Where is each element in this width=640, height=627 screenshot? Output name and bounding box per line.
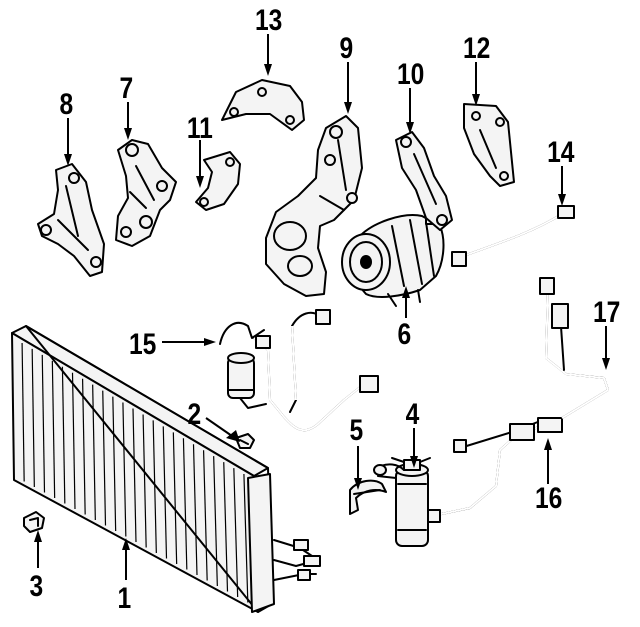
bracket-part-7 [115, 139, 177, 247]
condenser-fin [61, 366, 66, 504]
callout-13: 13 [255, 3, 282, 37]
callout-labels: 1 2 3 4 5 6 7 8 9 10 11 12 13 14 15 16 1… [30, 3, 621, 615]
callout-3: 3 [30, 569, 44, 603]
upper-line-part-17 [539, 277, 610, 419]
callout-1: 1 [118, 581, 132, 615]
plate-bracket-part-12 [463, 103, 515, 187]
callout-17: 17 [593, 295, 620, 329]
callout-14: 14 [547, 135, 575, 169]
bracket-part-8 [37, 163, 105, 277]
condenser-fin [21, 342, 25, 482]
condenser-fin [213, 456, 218, 587]
bracket-part-3 [23, 511, 45, 533]
bracket-part-10 [395, 131, 453, 231]
condenser-fin [223, 462, 229, 592]
bracket-part-11 [195, 151, 241, 211]
condenser-fin [132, 408, 137, 543]
condenser-fin [71, 372, 76, 510]
callout-8: 8 [60, 87, 74, 121]
bracket-part-13 [221, 79, 305, 131]
callout-16: 16 [535, 481, 562, 515]
callout-2: 2 [188, 397, 202, 431]
condenser-fin [233, 468, 239, 598]
condenser-fin [243, 474, 249, 603]
condenser-fin [31, 348, 35, 488]
callout-4: 4 [406, 397, 420, 431]
condenser-fin [51, 360, 56, 499]
leader-lines [34, 34, 610, 580]
clamp-part-5 [349, 479, 387, 515]
receiver-drier-part [373, 457, 441, 547]
condenser-fin [152, 420, 157, 554]
condenser-part [11, 325, 321, 613]
callout-5: 5 [350, 413, 364, 447]
condenser-fin [192, 444, 198, 576]
callout-11: 11 [187, 111, 213, 145]
condenser-fin [92, 384, 96, 521]
compressor-part [341, 213, 445, 307]
condenser-fin [112, 396, 117, 532]
condenser-fin [202, 450, 208, 581]
callout-7: 7 [120, 71, 134, 105]
condenser-fin [162, 426, 168, 559]
condenser-fin [182, 438, 188, 570]
callout-10: 10 [397, 57, 424, 91]
condenser-fin [122, 402, 127, 537]
hose-assembly-part-15 [219, 309, 379, 432]
callout-15: 15 [129, 327, 156, 361]
condenser-fin [81, 378, 86, 515]
callout-9: 9 [340, 31, 354, 65]
condenser-fin [41, 354, 46, 493]
condenser-fin [172, 432, 178, 565]
lower-line-part-16 [427, 417, 563, 523]
mount-bracket-part-9 [265, 115, 363, 297]
callout-6: 6 [398, 317, 412, 351]
clip-part-2 [235, 433, 255, 449]
condenser-fin [142, 414, 147, 548]
condenser-fin [102, 390, 107, 526]
hose-part-14 [451, 205, 575, 267]
callout-12: 12 [463, 31, 490, 65]
